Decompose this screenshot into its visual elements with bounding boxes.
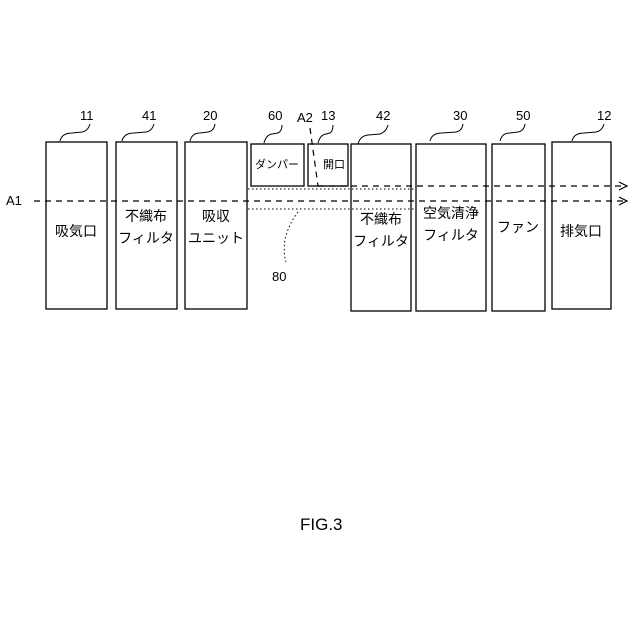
nonwoven-filter-2-label-1: 不織布 <box>360 212 402 228</box>
intake-label: 吸気口 <box>55 224 97 240</box>
leader-exhaust <box>572 124 604 141</box>
absorption-unit-label-1: 吸収 <box>202 209 230 225</box>
ref-opening: 13 <box>321 108 335 123</box>
figure-caption: FIG.3 <box>300 515 343 534</box>
opening-label: 開口 <box>323 158 345 171</box>
absorption-unit-box <box>185 142 247 309</box>
air-filter-label-2: フィルタ <box>423 228 479 244</box>
leader-damper <box>264 125 282 143</box>
leader-fan <box>500 124 525 141</box>
nonwoven-filter-1-label-2: フィルタ <box>118 231 174 247</box>
fan-label: ファン <box>497 220 539 236</box>
exhaust-label: 排気口 <box>560 224 602 240</box>
ref-intake: 11 <box>80 108 94 123</box>
reference-labels: 11 41 20 60 A2 13 42 30 50 12 <box>60 108 611 144</box>
air-filter-label-1: 空気清浄 <box>423 206 479 222</box>
ref-absorption: 20 <box>203 108 217 123</box>
ref-nonwoven1: 41 <box>142 108 156 123</box>
ref-exhaust: 12 <box>597 108 611 123</box>
ref-damper: 60 <box>268 108 282 123</box>
leader-nonwoven2 <box>358 125 388 144</box>
leader-absorption <box>190 124 215 141</box>
ref-fan: 50 <box>516 108 530 123</box>
ref-nonwoven2: 42 <box>376 108 390 123</box>
ref-air-filter: 30 <box>453 108 467 123</box>
nonwoven-filter-1-label-1: 不織布 <box>125 209 167 225</box>
leader-intake <box>60 124 90 141</box>
ref-flow-a2: A2 <box>297 110 313 125</box>
nonwoven-filter-2-label-2: フィルタ <box>353 234 409 250</box>
nonwoven-filter-1-box <box>116 142 177 309</box>
leader-nonwoven1 <box>122 124 154 141</box>
leader-air-filter <box>430 124 463 141</box>
damper-label: ダンパー <box>255 157 299 171</box>
leader-opening <box>318 125 333 143</box>
bypass-ref: 80 <box>272 269 286 284</box>
bypass-leader <box>284 212 298 262</box>
absorption-unit-label-2: ユニット <box>188 231 244 247</box>
flow-a1-label: A1 <box>6 193 22 208</box>
